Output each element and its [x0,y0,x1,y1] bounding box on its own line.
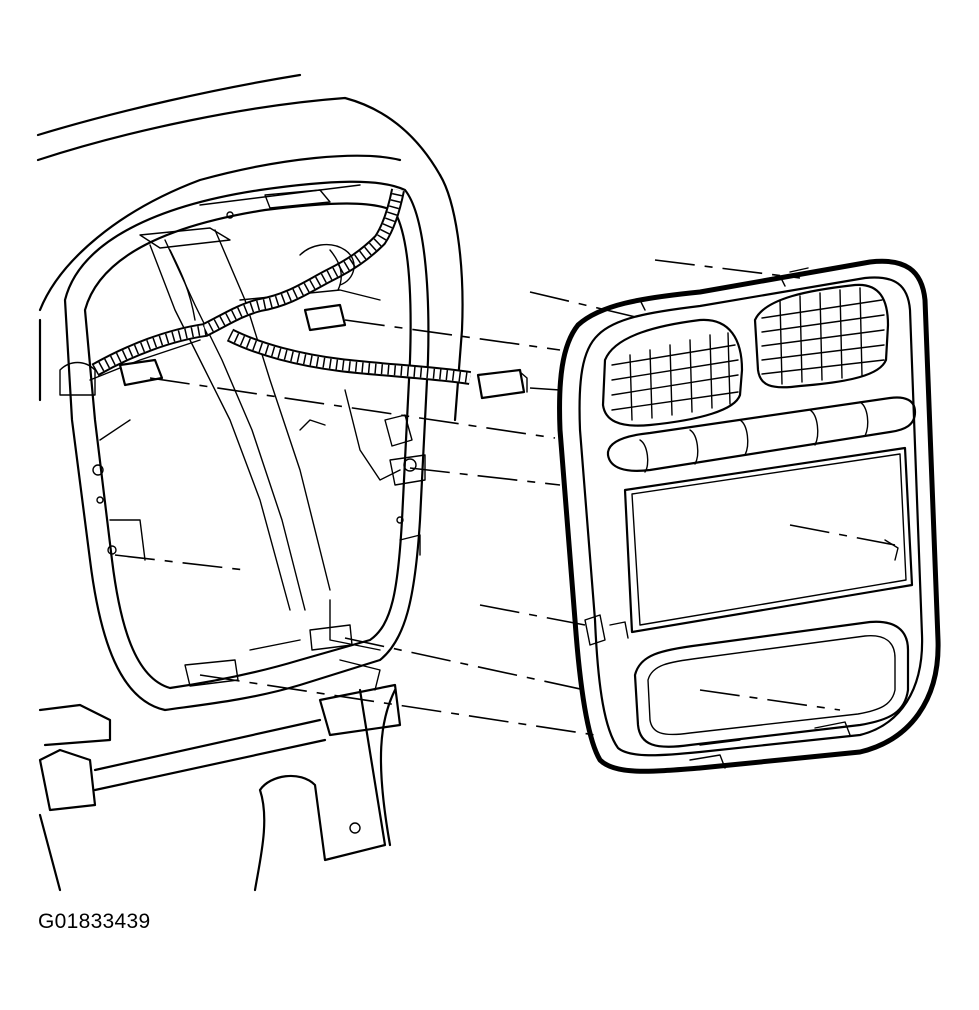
left-air-vent [601,318,744,427]
hazard-switch-bar [606,396,917,473]
wiring-harness [59,188,472,396]
alignment-lines [114,259,896,736]
radio-opening [623,446,914,634]
right-air-vent [753,283,890,389]
instrument-panel-shell [36,73,464,422]
figure-id-label: G01833439 [38,910,151,933]
radio-control-bezel [557,258,941,774]
dash-internal-structure [89,229,426,691]
retaining-clips [584,267,851,769]
dash-opening-frame [63,180,430,712]
lower-control-opening [633,620,910,748]
dash-lower-supports [38,683,402,892]
